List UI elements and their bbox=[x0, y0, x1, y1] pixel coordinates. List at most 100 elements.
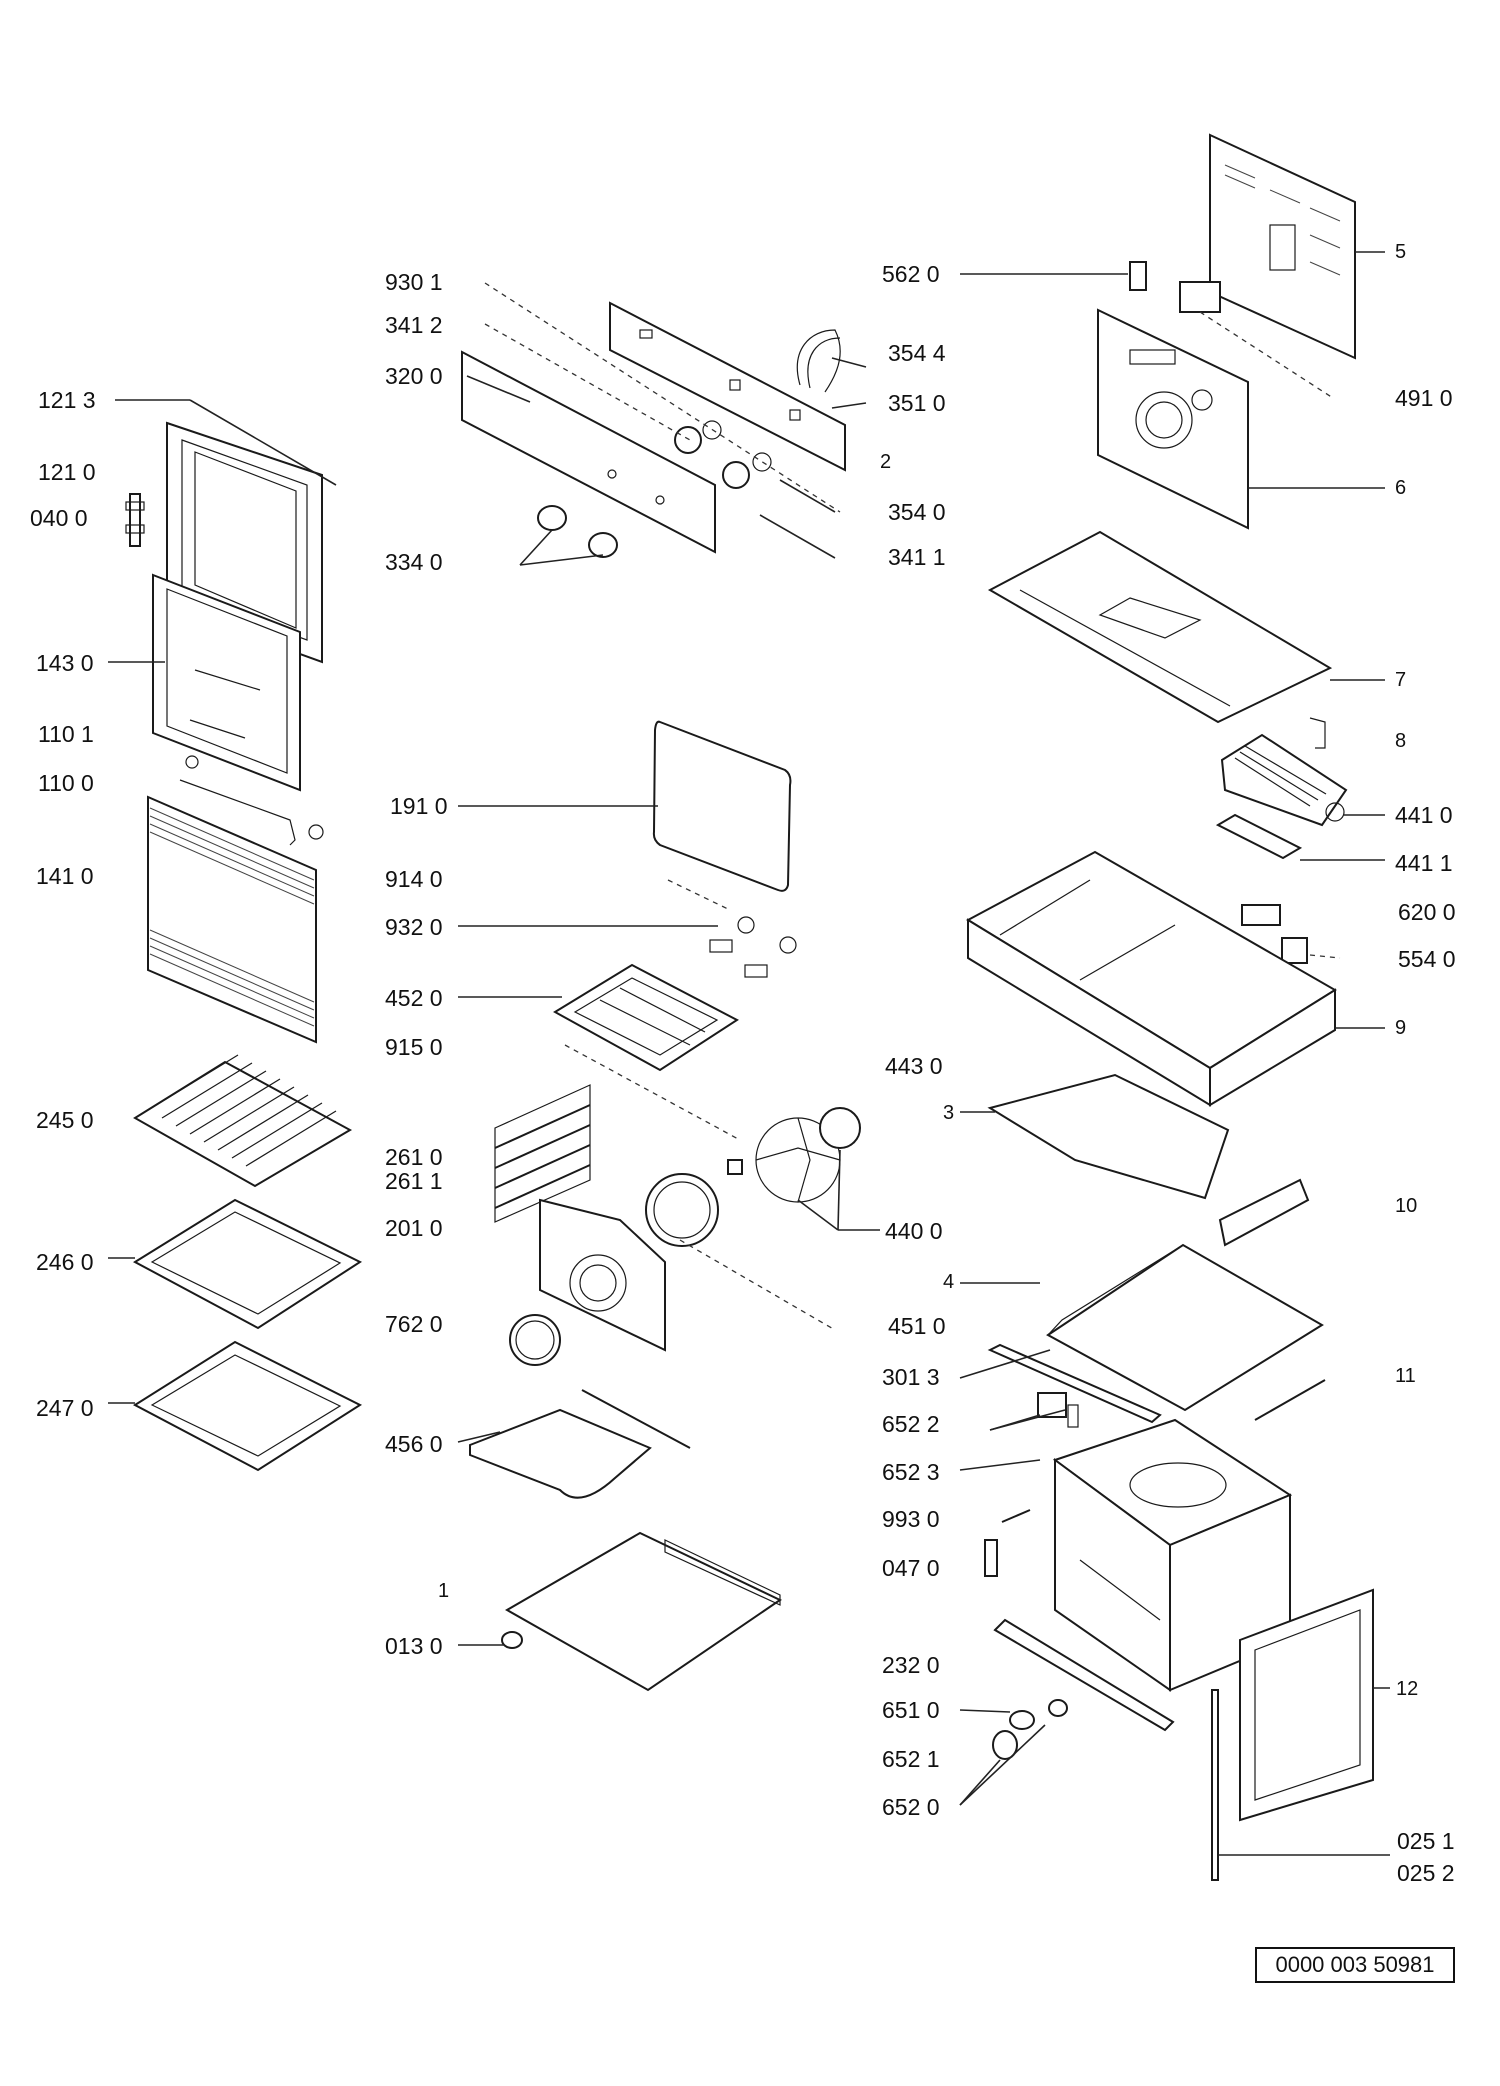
label-8: 8 bbox=[1395, 730, 1406, 752]
label-110-1: 110 1 bbox=[38, 721, 94, 747]
door-inner-glass bbox=[152, 573, 301, 792]
label-013-0: 013 0 bbox=[385, 1633, 443, 1659]
label-930-1: 930 1 bbox=[385, 269, 443, 295]
lamp-holders bbox=[709, 916, 797, 978]
label-261-0: 261 0 bbox=[385, 1144, 443, 1170]
label-440-0: 440 0 bbox=[885, 1218, 943, 1244]
label-6: 6 bbox=[1395, 477, 1406, 499]
door-hinge-part bbox=[125, 493, 145, 547]
label-651-0: 651 0 bbox=[882, 1697, 940, 1723]
cavity-bottom-plate bbox=[1046, 1243, 1324, 1412]
door-front-panel bbox=[147, 795, 317, 1044]
label-245-0: 245 0 bbox=[36, 1107, 94, 1133]
label-993-0: 993 0 bbox=[882, 1506, 940, 1532]
label-2: 2 bbox=[880, 451, 891, 473]
door-spacer-rail bbox=[179, 755, 324, 846]
convection-fan bbox=[727, 1107, 861, 1203]
convection-ring-element bbox=[645, 1173, 719, 1247]
label-9: 9 bbox=[1395, 1017, 1406, 1039]
control-knobs bbox=[537, 505, 618, 558]
cavity-bottom-rail bbox=[993, 1618, 1175, 1732]
cooling-fan-motor bbox=[1220, 733, 1348, 827]
sensor-rod bbox=[1254, 1379, 1326, 1421]
label-932-0: 932 0 bbox=[385, 914, 443, 940]
label-141-0: 141 0 bbox=[36, 863, 94, 889]
label-441-0: 441 0 bbox=[1395, 802, 1453, 828]
heating-bar bbox=[987, 1343, 1162, 1424]
label-110-0: 110 0 bbox=[38, 770, 94, 796]
top-housing-cover bbox=[987, 530, 1333, 724]
top-duct-small bbox=[1218, 1178, 1310, 1247]
label-354-0: 354 0 bbox=[888, 499, 946, 525]
label-201-0: 201 0 bbox=[385, 1215, 443, 1241]
label-5: 5 bbox=[1395, 241, 1406, 263]
label-652-1: 652 1 bbox=[882, 1746, 940, 1772]
leader-lines bbox=[108, 251, 1390, 1856]
part-labels: 930 1 341 2 320 0 334 0 354 4 351 0 2 35… bbox=[30, 241, 1456, 1886]
label-491-0: 491 0 bbox=[1395, 385, 1453, 411]
oven-lamp-glass bbox=[652, 720, 792, 892]
control-panel-fascia bbox=[461, 350, 716, 554]
label-10: 10 bbox=[1395, 1195, 1417, 1217]
label-7: 7 bbox=[1395, 669, 1406, 691]
control-housing-tray bbox=[965, 850, 1337, 1107]
label-1: 1 bbox=[438, 1580, 449, 1602]
grill-element bbox=[553, 963, 739, 1072]
label-652-2: 652 2 bbox=[882, 1411, 940, 1437]
fan-cover-panel bbox=[539, 1198, 666, 1352]
knob-part bbox=[992, 1730, 1018, 1760]
bracket-small bbox=[1309, 717, 1326, 749]
cavity-top-insulation bbox=[987, 1073, 1230, 1200]
label-914-0: 914 0 bbox=[385, 866, 443, 892]
label-341-2: 341 2 bbox=[385, 312, 443, 338]
thermostat-part bbox=[1241, 904, 1281, 926]
drip-pan bbox=[133, 1340, 363, 1472]
oven-cavity bbox=[1052, 1418, 1293, 1692]
label-456-0: 456 0 bbox=[385, 1431, 443, 1457]
door-catch bbox=[984, 1539, 998, 1577]
oven-rack bbox=[133, 1054, 353, 1188]
label-3: 3 bbox=[943, 1102, 954, 1124]
label-762-0: 762 0 bbox=[385, 1311, 443, 1337]
label-121-3: 121 3 bbox=[38, 387, 96, 413]
label-047-0: 047 0 bbox=[882, 1555, 940, 1581]
wire-harness bbox=[796, 329, 841, 393]
label-554-0: 554 0 bbox=[1398, 946, 1456, 972]
fuse-part bbox=[1281, 937, 1308, 964]
label-232-0: 232 0 bbox=[882, 1652, 940, 1678]
label-334-0: 334 0 bbox=[385, 549, 443, 575]
label-441-1: 441 1 bbox=[1395, 850, 1453, 876]
label-247-0: 247 0 bbox=[36, 1395, 94, 1421]
fan-gasket bbox=[509, 1314, 561, 1366]
label-246-0: 246 0 bbox=[36, 1249, 94, 1275]
rear-wall-panel bbox=[1097, 308, 1249, 530]
relay-component bbox=[1129, 261, 1147, 291]
bottom-element bbox=[469, 1389, 691, 1499]
hinge-pin bbox=[1009, 1699, 1068, 1730]
baking-tray bbox=[133, 1198, 363, 1330]
label-11: 11 bbox=[1395, 1365, 1416, 1387]
label-261-1: 261 1 bbox=[385, 1168, 443, 1194]
label-443-0: 443 0 bbox=[885, 1053, 943, 1079]
screw-part bbox=[1001, 1509, 1031, 1523]
rear-cover-panel bbox=[1209, 133, 1356, 360]
label-452-0: 452 0 bbox=[385, 985, 443, 1011]
side-rail-rack bbox=[494, 1084, 591, 1223]
label-652-3: 652 3 bbox=[882, 1459, 940, 1485]
side-trim-strip bbox=[1211, 1689, 1219, 1881]
bottom-cover-plate bbox=[504, 1531, 782, 1692]
label-301-3: 301 3 bbox=[882, 1364, 940, 1390]
label-040-0: 040 0 bbox=[30, 505, 88, 531]
label-025-2: 025 2 bbox=[1397, 1860, 1455, 1886]
label-320-0: 320 0 bbox=[385, 363, 443, 389]
label-341-1: 341 1 bbox=[888, 544, 946, 570]
fan-mount-bracket bbox=[1215, 813, 1303, 860]
document-id-label: 0000 003 50981 bbox=[1255, 1947, 1455, 1983]
control-panel-frame bbox=[609, 301, 846, 472]
selector-switch bbox=[674, 420, 772, 489]
terminal-block bbox=[1179, 281, 1221, 313]
label-562-0: 562 0 bbox=[882, 261, 940, 287]
label-451-0: 451 0 bbox=[888, 1313, 946, 1339]
foot bbox=[501, 1631, 523, 1649]
